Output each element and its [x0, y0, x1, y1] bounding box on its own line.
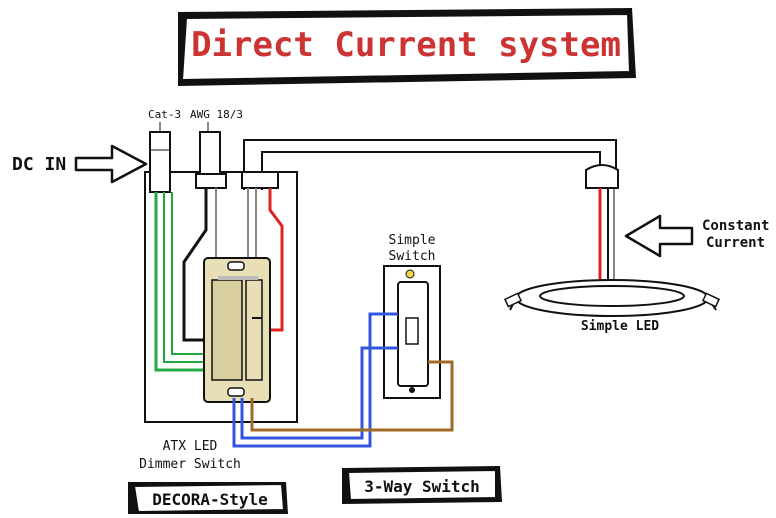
brown-wire [250, 360, 454, 432]
title-banner: Direct Current system [178, 8, 636, 86]
three-way-banner: 3-Way Switch [342, 466, 502, 504]
red-wire [268, 188, 284, 332]
black-wire [182, 188, 208, 342]
decora-style-label: DECORA-Style [152, 490, 268, 509]
atx-dimmer-label-1: ATX LED [163, 439, 218, 454]
atx-dimmer-label-2: Dimmer Switch [139, 457, 241, 472]
page-title: Direct Current system [191, 25, 621, 65]
blue-wire-1 [232, 312, 398, 448]
cat3-cable [149, 131, 171, 193]
cat3-label: Cat-3 [148, 108, 181, 121]
simple-led-fixture [503, 188, 721, 317]
led-feed-cable [241, 139, 619, 190]
arrow-left-icon [624, 214, 694, 258]
three-way-label: 3-Way Switch [364, 477, 480, 496]
simple-led-label: Simple LED [581, 319, 659, 334]
dc-in-arrow-group: DC IN [12, 144, 148, 184]
green-wire-1 [154, 192, 206, 372]
constant-current-label-1: Constant [702, 218, 769, 234]
awg-cable [195, 131, 227, 189]
decora-style-banner: DECORA-Style [128, 482, 288, 514]
green-wire-2 [163, 192, 206, 363]
three-way-switch [383, 265, 441, 399]
arrow-right-icon [74, 144, 148, 184]
simple-switch-label-2: Switch [389, 249, 436, 264]
atx-dimmer-switch [203, 257, 271, 403]
awg-label: AWG 18/3 [190, 108, 243, 121]
simple-switch-label-1: Simple [389, 233, 436, 248]
dc-in-label: DC IN [12, 154, 66, 175]
blue-wire-2 [240, 346, 398, 440]
constant-current-label-2: Current [706, 235, 765, 251]
